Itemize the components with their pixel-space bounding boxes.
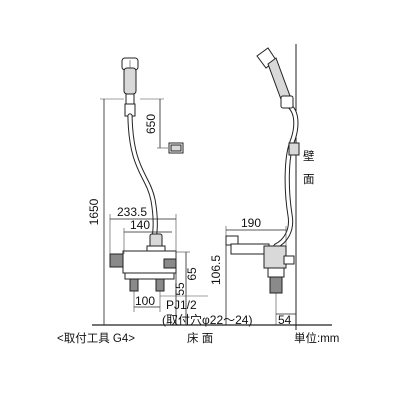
- supply-pipe-right: [155, 278, 165, 292]
- side-supply-pipe: [269, 276, 283, 294]
- dim-hose-height: 1650: [87, 198, 101, 225]
- dim-height-b: 55: [173, 282, 187, 296]
- mounting-hole-label: (取付穴φ22～24): [162, 312, 252, 327]
- spout: [163, 258, 177, 269]
- pipe-thread-label: PJ1/2: [166, 298, 197, 312]
- shower-head-front: [121, 57, 139, 117]
- left-handle: [109, 253, 125, 268]
- side-spout: [230, 243, 270, 255]
- floor-label: 床 面: [187, 331, 213, 345]
- wall-label-char-1: 壁: [303, 149, 315, 163]
- wall-label-char-2: 面: [303, 174, 315, 186]
- dim-wall-offset: 54: [278, 313, 292, 327]
- dim-height-side: 106.5: [209, 255, 223, 285]
- shower-head-neck: [123, 67, 137, 95]
- wall-hook-side: [288, 142, 300, 156]
- side-view: 190 106.5 54 壁 面: [209, 44, 315, 330]
- supply-pipe-left: [129, 278, 139, 292]
- dim-height-a: 65: [185, 267, 199, 281]
- side-mixer-body: [263, 245, 287, 269]
- dim-depth: 190: [241, 216, 261, 230]
- diverter-knob: [149, 233, 163, 248]
- shower-handle-upper: [125, 93, 135, 105]
- shower-head-side: [256, 47, 294, 109]
- front-view: 1650 650 233.5 140 65 55 100 PJ1/2 (取付穴φ…: [87, 57, 252, 327]
- tool-label: <取付工具 G4>: [57, 332, 135, 345]
- dim-hook-height: 650: [144, 114, 158, 134]
- faucet-body-side: [225, 235, 295, 294]
- dim-pitch: 100: [135, 294, 155, 308]
- dim-width-total: 233.5: [117, 205, 147, 219]
- dim-width-body: 140: [130, 218, 150, 232]
- wall-hook: [168, 142, 184, 154]
- faucet-body-front: [109, 233, 177, 292]
- unit-label: 単位:mm: [294, 331, 339, 345]
